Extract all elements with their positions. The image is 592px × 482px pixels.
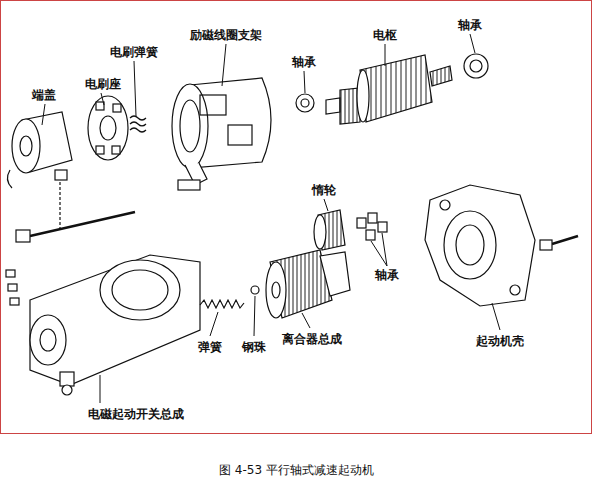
part-label: 电刷弹簧 (110, 45, 158, 59)
idler-gear (314, 210, 345, 250)
through-bolt (16, 212, 135, 242)
part-label: 电枢 (373, 28, 397, 42)
part-label: 弹簧 (198, 340, 222, 354)
part-label: 离合器总成 (282, 332, 342, 346)
solenoid-switch (30, 255, 200, 395)
steel-ball (251, 286, 259, 294)
part-label: 轴承 (292, 55, 316, 69)
frame (1, 1, 592, 434)
starter-housing (425, 185, 535, 306)
part-label: 钢珠 (242, 340, 266, 354)
field-coil-frame (172, 78, 271, 190)
part-label: 轴承 (458, 18, 482, 32)
part-label: 惰轮 (312, 183, 336, 197)
part-label: 轴承 (375, 268, 399, 282)
leader-lines (42, 34, 500, 403)
part-label: 起动机壳 (476, 334, 524, 348)
figure-caption: 图 4-53 平行轴式减速起动机 (219, 463, 374, 477)
part-label: 电磁起动开关总成 (88, 407, 184, 421)
end-cover (7, 112, 72, 188)
nut (6, 270, 19, 305)
brush-spring (130, 116, 146, 132)
brush-holder (88, 96, 128, 160)
bearing (296, 94, 314, 112)
bolt (540, 236, 578, 250)
part-label: 电刷座 (85, 77, 121, 91)
part-label: 端盖 (32, 88, 56, 102)
armature (326, 55, 452, 124)
part-label: 励磁线圈支架 (190, 28, 262, 42)
spring (200, 300, 244, 308)
clutch-assembly (266, 250, 350, 318)
bearing (464, 54, 488, 78)
